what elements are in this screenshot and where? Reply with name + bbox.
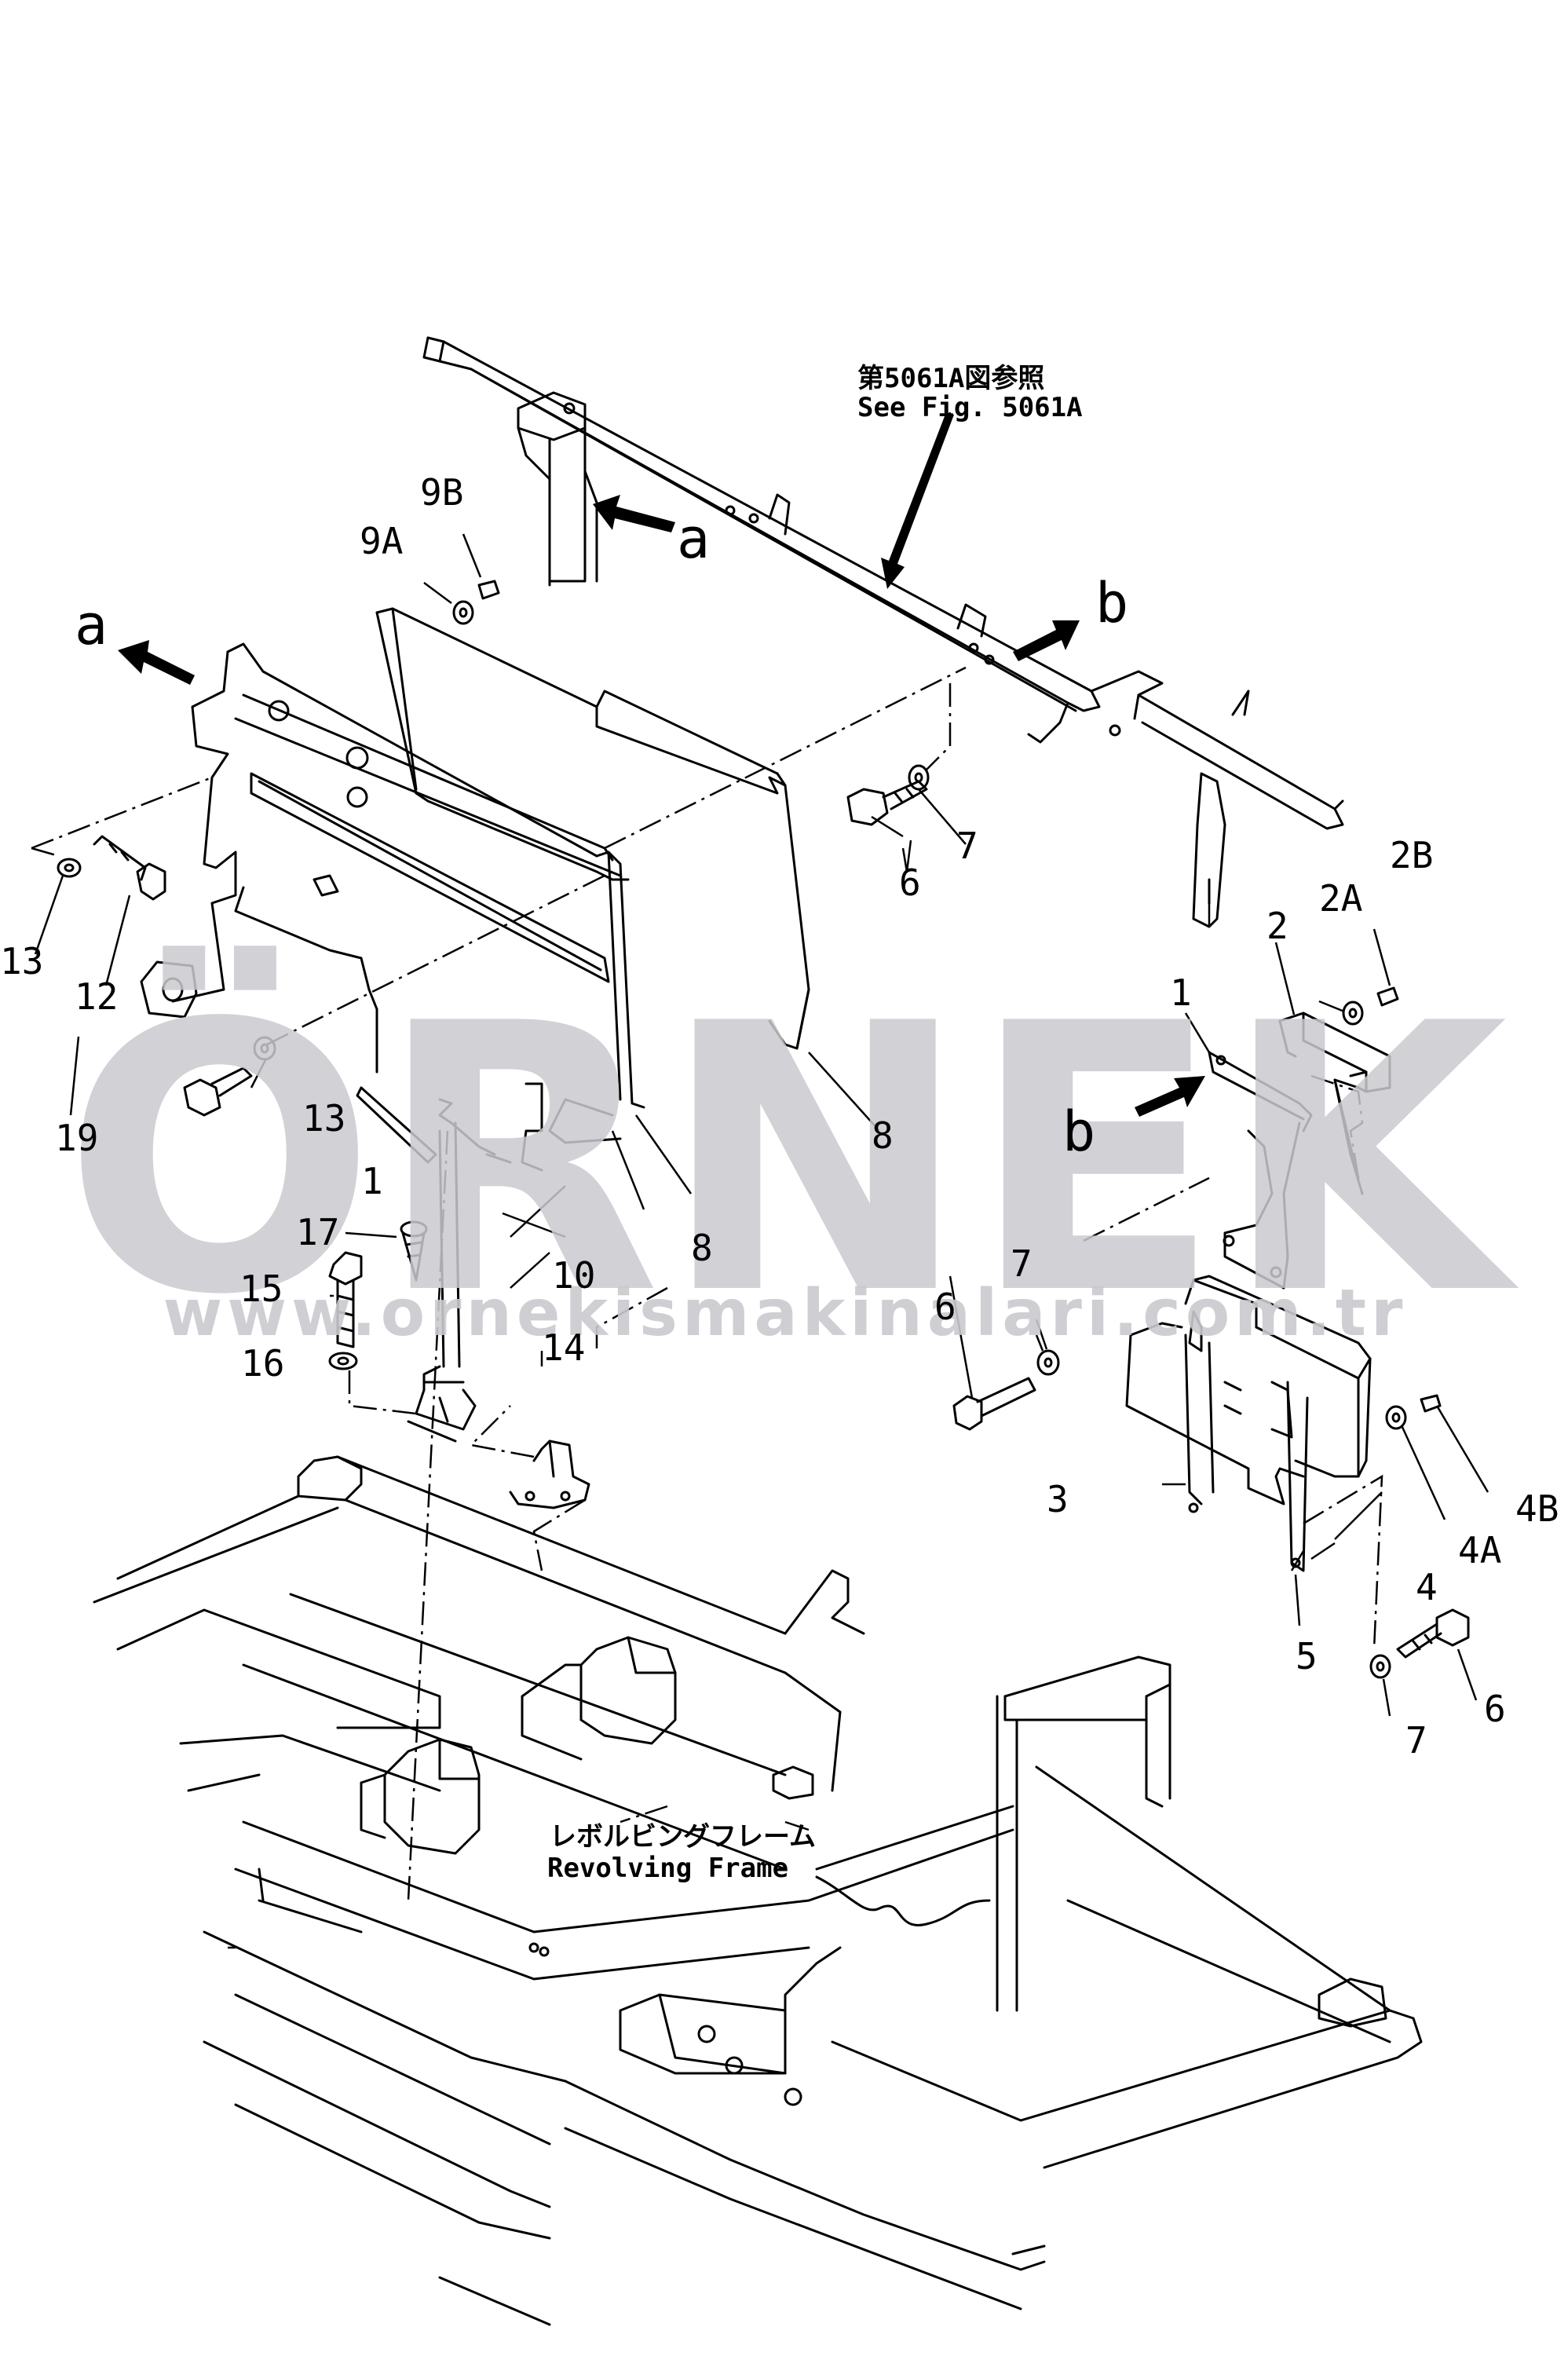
part-label-13-mid: 13 [302, 1097, 345, 1140]
watermark: ÖRNEK www.ornekismakinalari.com.tr [63, 942, 1522, 1375]
part-label-4: 4 [1416, 1566, 1438, 1608]
part-label-6-mid: 6 [934, 1286, 956, 1328]
reference-note-jp: 第5061A図参照 [857, 363, 1044, 394]
plate-2-arm [1333, 1078, 1364, 1195]
beam-tab-2 [956, 603, 987, 638]
frame-label-jp: レボルビングフレーム [550, 1821, 816, 1853]
arrows [118, 412, 1205, 1117]
part-label-8-partial: 8 [872, 1114, 894, 1157]
view-letter-b-top: b [1095, 571, 1128, 635]
part-label-2: 2 [1266, 905, 1288, 947]
part-label-19-partial: 19 [55, 1117, 98, 1159]
frame-label-en: Revolving Frame [547, 1853, 788, 1884]
part-label-2B: 2B [1390, 834, 1433, 876]
part-label-4B: 4B [1515, 1487, 1559, 1530]
washer-13-left [57, 858, 82, 878]
part-label-7-bottom: 7 [1405, 1719, 1427, 1762]
part-label-9B: 9B [420, 471, 463, 514]
watermark-url: www.ornekismakinalari.com.tr [163, 1276, 1408, 1351]
arrow-a-left [118, 640, 195, 685]
part-label-4A: 4A [1458, 1529, 1501, 1571]
washer-9A [452, 600, 474, 625]
watermark-brand: ÖRNEK [63, 942, 1522, 1375]
part-label-9A: 9A [360, 520, 403, 562]
part-label-2A: 2A [1319, 877, 1362, 920]
washer-13-mid [253, 1036, 276, 1061]
washer-7-mid [1036, 1349, 1060, 1376]
bolt-6-mid [952, 1377, 1036, 1431]
beam-tab-1 [768, 493, 791, 536]
center-cover-panel [375, 607, 810, 1050]
revolving-frame [93, 1455, 1423, 2326]
washer-2A [1342, 1001, 1364, 1026]
part-label-12: 12 [75, 975, 118, 1018]
bolt-15 [328, 1251, 363, 1348]
part-label-7-mid: 7 [1011, 1242, 1033, 1285]
pin-4B [1420, 1394, 1442, 1413]
center-lines [31, 428, 1383, 1901]
part-label-7-top: 7 [956, 825, 978, 867]
part-label-3: 3 [1047, 1478, 1069, 1520]
arrow-b-right [1135, 1076, 1205, 1117]
part-label-16: 16 [241, 1342, 284, 1385]
leader-lines [34, 412, 1489, 1949]
part-label-10: 10 [552, 1254, 595, 1297]
pin-2B [1376, 986, 1399, 1007]
bolt-left-lower [183, 1066, 253, 1117]
part-label-8: 8 [691, 1227, 713, 1269]
part-label-1-left: 1 [361, 1160, 383, 1202]
right-cover-3 [1125, 1275, 1372, 1572]
pin-9B [477, 580, 500, 600]
washer-4A [1385, 1405, 1407, 1430]
view-letter-a-top: a [677, 507, 710, 571]
arrow-a-top [593, 495, 675, 532]
part-label-17: 17 [296, 1211, 339, 1253]
part-label-15: 15 [239, 1268, 283, 1310]
part-label-14: 14 [542, 1326, 585, 1369]
bolt-12 [93, 835, 166, 901]
right-upper-bracket-1 [1208, 1051, 1313, 1290]
block-19 [140, 960, 198, 1019]
part-label-6-bottom: 6 [1484, 1688, 1506, 1730]
bolt-6-bottom [1396, 1608, 1470, 1659]
clip-bracket-14 [509, 1440, 590, 1509]
bracket-10 [438, 1082, 543, 1172]
part-label-6-top: 6 [899, 862, 921, 904]
arrow-ref [881, 412, 954, 589]
part-label-1-right: 1 [1170, 971, 1192, 1014]
part-label-13-left: 13 [0, 940, 43, 982]
washer-7-top [908, 764, 930, 791]
washer-16 [328, 1352, 358, 1370]
view-letter-a-left: a [75, 593, 108, 657]
pin-left-1 [356, 1086, 437, 1164]
part-label-5: 5 [1296, 1635, 1318, 1677]
washer-7-bottom [1369, 1654, 1391, 1679]
view-letter-b-right: b [1062, 1099, 1095, 1164]
screw-17 [400, 1220, 428, 1282]
bolt-6-top [846, 780, 928, 826]
upper-cross-beam [422, 336, 1344, 830]
arrow-b-top [1013, 620, 1080, 661]
reference-note-en: See Fig. 5061A [857, 392, 1083, 423]
right-hanger [1192, 690, 1250, 928]
